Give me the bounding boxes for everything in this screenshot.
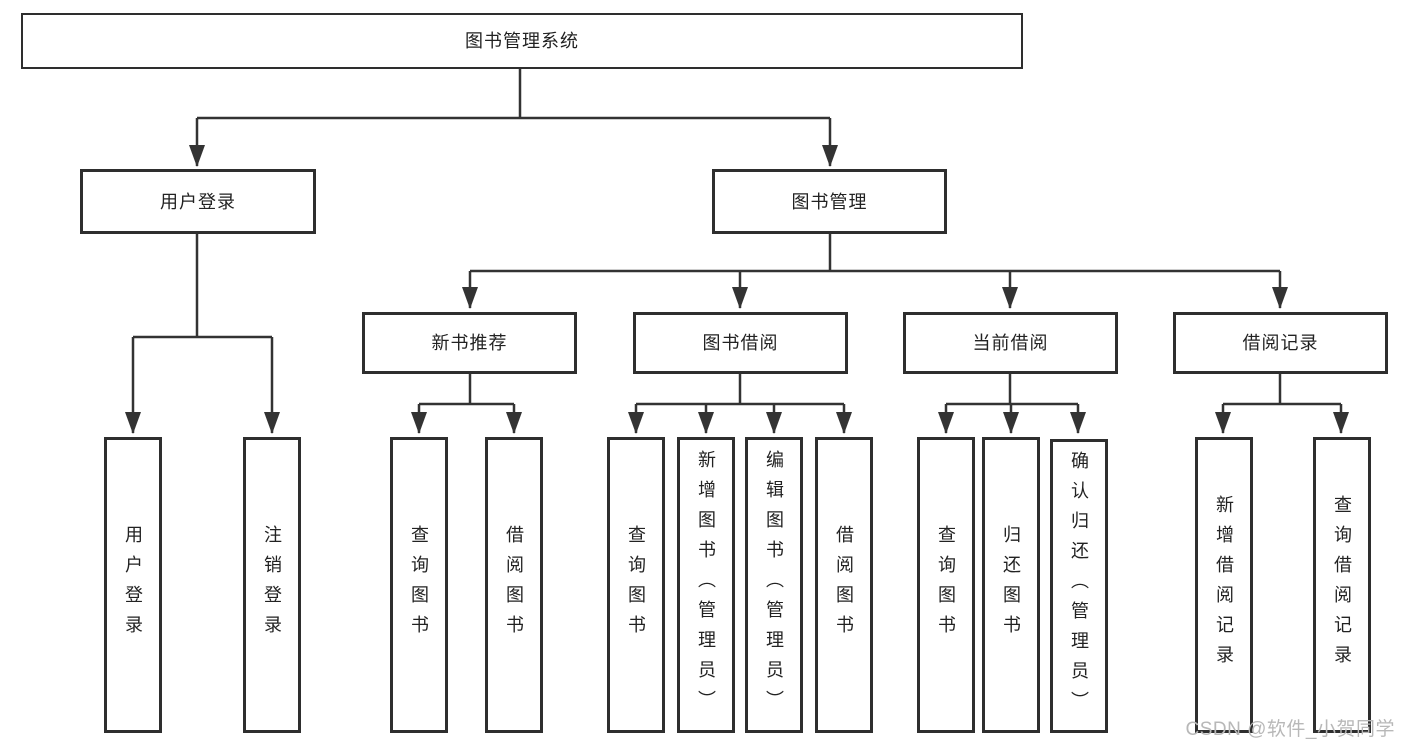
node-label: 图书管理系统	[465, 31, 579, 51]
node-query-books-borrow: 查询图书	[607, 437, 665, 733]
node-book-borrowing: 图书借阅	[633, 312, 848, 374]
node-label: 查询图书	[936, 525, 956, 645]
node-logout-leaf: 注销登录	[243, 437, 301, 733]
node-borrow-books-recommend: 借阅图书	[485, 437, 543, 733]
node-query-books-current: 查询图书	[917, 437, 975, 733]
node-label: 图书管理	[791, 191, 868, 212]
node-add-book-admin: 新增图书（管理员）	[677, 437, 735, 733]
node-label: 借阅图书	[834, 525, 854, 645]
node-query-borrow-record: 查询借阅记录	[1313, 437, 1371, 733]
node-label: 当前借阅	[972, 333, 1049, 353]
node-return-books: 归还图书	[982, 437, 1040, 733]
node-edit-book-admin: 编辑图书（管理员）	[745, 437, 803, 733]
node-user-login-leaf: 用户登录	[104, 437, 162, 733]
csdn-watermark: CSDN @软件_小贺同学	[1185, 719, 1395, 740]
connector-records-children	[1215, 374, 1349, 434]
connector-book-borrow-children	[628, 374, 852, 434]
node-label: 查询图书	[626, 525, 646, 645]
node-confirm-return-admin: 确认归还（管理员）	[1050, 439, 1108, 733]
node-label: 新增图书（管理员）	[696, 450, 716, 720]
node-label: 编辑图书（管理员）	[764, 450, 784, 720]
node-current-borrowing: 当前借阅	[903, 312, 1118, 374]
node-label: 查询图书	[409, 525, 429, 645]
connector-new-book-children	[411, 374, 522, 434]
node-label: 注销登录	[262, 525, 282, 645]
connector-root-to-level2	[189, 69, 838, 167]
node-label: 用户登录	[123, 525, 143, 645]
node-add-borrow-record: 新增借阅记录	[1195, 437, 1253, 733]
node-new-book-recommend: 新书推荐	[362, 312, 577, 374]
node-library-system-root: 图书管理系统	[21, 13, 1023, 69]
node-label: 借阅图书	[504, 525, 524, 645]
connector-book-management-children	[462, 234, 1288, 309]
node-label: 查询借阅记录	[1332, 495, 1352, 675]
node-borrowing-records: 借阅记录	[1173, 312, 1388, 374]
node-label: 用户登录	[160, 191, 236, 212]
node-label: 图书借阅	[702, 333, 779, 353]
node-label: 确认归还（管理员）	[1069, 451, 1089, 721]
node-label: 新书推荐	[431, 333, 508, 353]
node-book-management: 图书管理	[712, 169, 947, 234]
connector-user-login-children	[125, 234, 280, 434]
node-user-login: 用户登录	[80, 169, 316, 234]
node-label: 新增借阅记录	[1214, 495, 1234, 675]
node-borrow-books-leaf: 借阅图书	[815, 437, 873, 733]
node-query-books-recommend: 查询图书	[390, 437, 448, 733]
node-label: 借阅记录	[1242, 333, 1319, 353]
connector-current-borrow-children	[938, 374, 1086, 434]
node-label: 归还图书	[1001, 525, 1021, 645]
